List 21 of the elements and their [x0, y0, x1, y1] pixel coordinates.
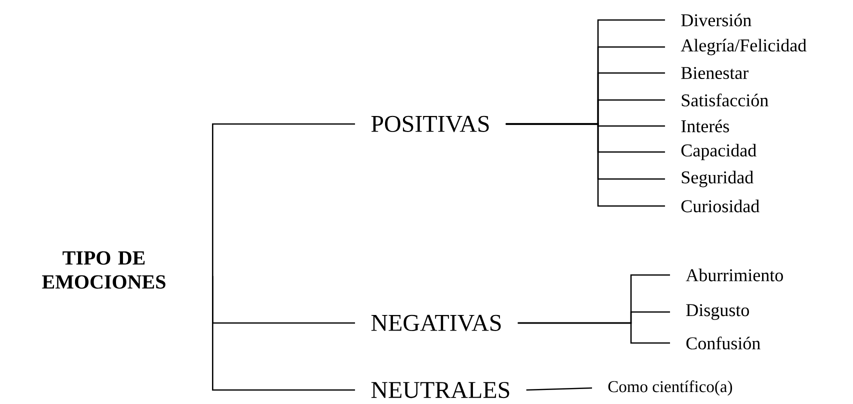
- item-label: Seguridad: [682, 170, 754, 188]
- item-label: Alegría/Felicidad: [680, 38, 806, 56]
- item-label: Curiosidad: [681, 200, 760, 212]
- root-label: TIPO DE EMOCIONES: [42, 251, 166, 289]
- connector-line: [506, 123, 665, 207]
- item-label: Interés: [681, 120, 729, 132]
- connector-line: [518, 322, 670, 344]
- item-label: Bienestar: [681, 66, 748, 80]
- category-label: POSITIVAS: [371, 116, 489, 132]
- item-label: Aburrimiento: [686, 268, 783, 282]
- item-label: Diversión: [681, 14, 752, 26]
- category-label: NEUTRALES: [371, 382, 510, 398]
- item-label: Satisfacción: [682, 94, 768, 106]
- item-label: Confusión: [686, 336, 760, 350]
- connector-line: [526, 387, 592, 391]
- category-label: NEGATIVAS: [371, 314, 501, 332]
- item-label: Disgusto: [686, 304, 749, 320]
- connector-line: [212, 276, 355, 391]
- item-label: Capacidad: [681, 144, 756, 160]
- connector-line: [212, 123, 355, 276]
- item-label: Como científico(a): [608, 380, 732, 396]
